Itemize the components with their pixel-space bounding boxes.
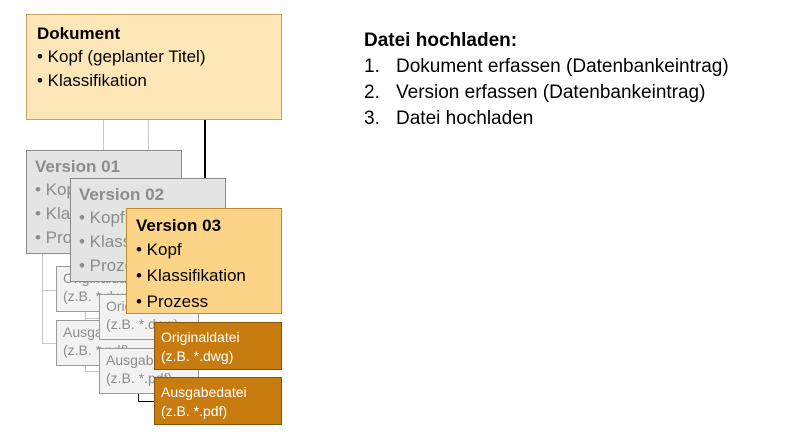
step-text: Version erfassen (Datenbankeintrag) (396, 82, 706, 103)
version-03-item-classification: • Klassifikation (136, 266, 246, 285)
version-01-title: Version 01 (35, 157, 121, 176)
version-01-item-head: • Kopf (35, 180, 81, 199)
upload-heading: Datei hochladen: (364, 30, 518, 51)
version-03-item-head: • Kopf (136, 240, 182, 259)
step-number: 1. (364, 56, 380, 77)
connector-doc-v01 (103, 120, 104, 150)
connector-doc-v03 (204, 120, 206, 210)
version-03-original-file: Originaldatei (z.B. *.dwg) (154, 322, 282, 370)
connector-doc-v02 (148, 120, 149, 178)
step-text: Dokument erfassen (Datenbankeintrag) (396, 56, 729, 77)
version-03-box: Version 03 • Kopf • Klassifikation • Pro… (126, 208, 282, 314)
upload-steps: Datei hochladen: 1. Dokument erfassen (Da… (364, 28, 729, 132)
file-example: (z.B. *.dwg) (161, 348, 234, 364)
connector-v01-files (42, 254, 43, 344)
version-03-output-file: Ausgabedatei (z.B. *.pdf) (154, 377, 282, 425)
connector-v02-file1 (85, 318, 99, 319)
connector-v02-file2 (85, 371, 99, 372)
upload-step-3: 3. Datei hochladen (364, 106, 729, 132)
file-example: (z.B. *.pdf) (161, 403, 228, 419)
upload-step-2: 2. Version erfassen (Datenbankeintrag) (364, 80, 729, 106)
version-03-item-process: • Prozess (136, 292, 209, 311)
version-02-title: Version 02 (79, 185, 165, 204)
step-number: 2. (364, 82, 380, 103)
file-label: Ausgabedatei (161, 384, 247, 400)
upload-step-1: 1. Dokument erfassen (Datenbankeintrag) (364, 54, 729, 80)
file-label: Originaldatei (161, 329, 240, 345)
document-box: Dokument • Kopf (geplanter Titel) • Klas… (26, 14, 282, 120)
document-item-classification: • Klassifikation (37, 71, 147, 90)
step-number: 3. (364, 108, 380, 129)
document-title: Dokument (37, 24, 121, 43)
connector-v01-file1 (42, 290, 56, 291)
document-item-head: • Kopf (geplanter Titel) (37, 47, 206, 66)
step-text: Datei hochladen (396, 108, 534, 129)
version-03-title: Version 03 (136, 216, 222, 235)
connector-v01-file2 (42, 343, 56, 344)
connector-v03-file2 (138, 401, 154, 402)
version-02-item-head: • Kopf (79, 208, 125, 227)
